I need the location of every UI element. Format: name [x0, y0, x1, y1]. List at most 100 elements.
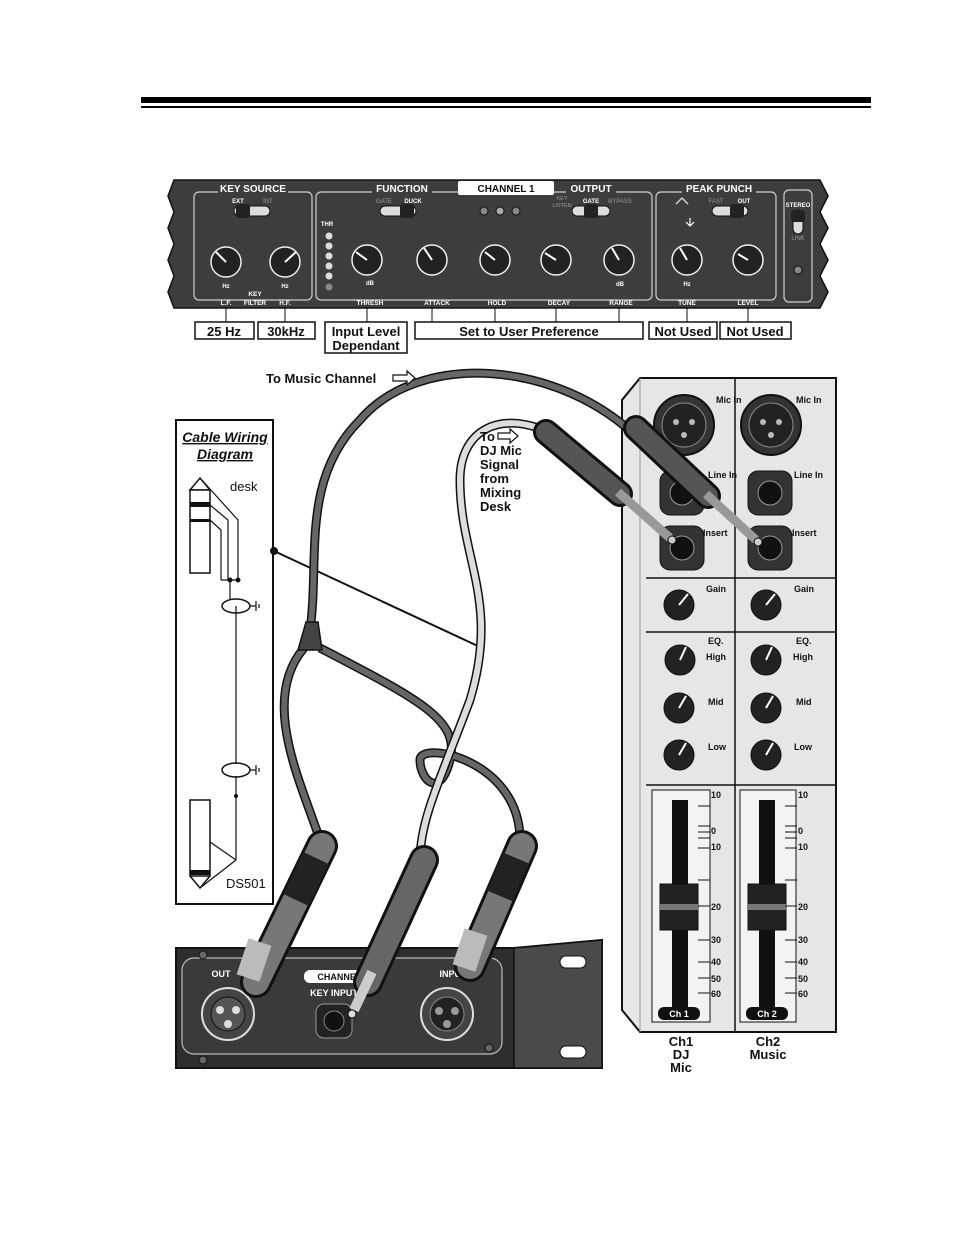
- channel-leds: [479, 206, 521, 216]
- ch1-low-knob[interactable]: [663, 739, 695, 771]
- ch1-scale-10: 10: [711, 790, 721, 800]
- arrow-right-icon-dj: [497, 427, 519, 445]
- thresh-label: THRESH: [357, 300, 384, 307]
- gate-label: GATE: [376, 199, 392, 205]
- ch1-gain-label: Gain: [706, 584, 726, 594]
- ch1-caption-line2: DJ: [673, 1047, 690, 1062]
- ch2-mid-knob[interactable]: [750, 692, 782, 724]
- ch2-gain-knob[interactable]: [750, 589, 782, 621]
- xlr-female-plug: [236, 830, 338, 998]
- ch1-fader[interactable]: [651, 789, 711, 1023]
- ch2-scale-60: 60: [798, 989, 808, 999]
- header-rule-thick: [141, 97, 871, 103]
- ch2-high-knob[interactable]: [750, 644, 782, 676]
- level-setting: Not Used: [726, 324, 783, 339]
- duck-label: DUCK: [404, 199, 422, 205]
- decay-knob[interactable]: [540, 244, 572, 276]
- threshold-meter: [325, 232, 333, 291]
- ch1-mid-knob[interactable]: [663, 692, 695, 724]
- rear-input-xlr[interactable]: [420, 987, 474, 1041]
- arrow-down-icon: [685, 218, 695, 227]
- thr-label: THR: [321, 222, 334, 228]
- xlr-male-plug: [452, 830, 538, 982]
- ch2-scale-10b: 10: [798, 842, 808, 852]
- key-filter-caption: KEY: [248, 291, 262, 298]
- mixing-desk: Mic In Line In Insert Gain EQ. High Mid …: [621, 377, 837, 1033]
- attack-label: ATTACK: [424, 300, 450, 307]
- ch2-mic-in-label: Mic In: [796, 395, 822, 405]
- attack-knob[interactable]: [416, 244, 448, 276]
- rear-out-label: OUT: [212, 969, 232, 979]
- cables: [279, 368, 644, 861]
- lf-filter-knob[interactable]: [210, 246, 242, 278]
- hf-hz-label: Hz: [281, 284, 288, 290]
- level-label: LEVEL: [738, 300, 759, 307]
- range-label: RANGE: [609, 300, 633, 307]
- ch1-high-label: High: [706, 652, 726, 662]
- rear-input-label: INPUT: [440, 969, 468, 979]
- range-knob[interactable]: [603, 244, 635, 276]
- cable-diagram-title-2: Diagram: [197, 446, 253, 462]
- ch1-badge: Ch 1: [669, 1009, 689, 1019]
- ch2-line-in-jack[interactable]: [747, 470, 793, 516]
- ch1-scale-40: 40: [711, 957, 721, 967]
- ch2-gain-label: Gain: [794, 584, 814, 594]
- threshold-knob[interactable]: [351, 244, 383, 276]
- lf-hz-label: Hz: [222, 284, 229, 290]
- ch2-insert-jack[interactable]: [747, 525, 793, 571]
- lf-setting: 25 Hz: [207, 324, 241, 339]
- ch1-mic-in-xlr[interactable]: [653, 394, 715, 456]
- output-switch[interactable]: [571, 204, 611, 218]
- cable-wiring-diagram: Cable Wiring Diagram desk DS501: [175, 419, 274, 905]
- ch1-scale-50: 50: [711, 974, 721, 984]
- ch1-low-label: Low: [708, 742, 727, 752]
- stereo-led: [793, 265, 803, 275]
- ch1-eq-label: EQ.: [708, 636, 724, 646]
- peak-punch-label: PEAK PUNCH: [686, 184, 752, 195]
- ch1-high-knob[interactable]: [664, 644, 696, 676]
- fast-label: FAST: [708, 199, 723, 205]
- ch2-high-label: High: [793, 652, 813, 662]
- hf-filter-knob[interactable]: [269, 246, 301, 278]
- output-label: OUTPUT: [570, 184, 611, 195]
- ch2-low-knob[interactable]: [750, 739, 782, 771]
- ch2-mic-in-xlr[interactable]: [740, 394, 802, 456]
- tune-knob[interactable]: [671, 244, 703, 276]
- user-preference-setting: Set to User Preference: [459, 324, 598, 339]
- ch1-scale-60: 60: [711, 989, 721, 999]
- stereo-link-switch[interactable]: [791, 209, 805, 235]
- decay-label: DECAY: [548, 300, 571, 307]
- lf-label: L.F.: [221, 300, 232, 307]
- hold-knob[interactable]: [479, 244, 511, 276]
- ch2-scale-0: 0: [798, 826, 803, 836]
- stereo-label: STEREO: [786, 203, 811, 209]
- dj-callout-line4: Mixing: [480, 485, 521, 500]
- key-source-switch[interactable]: [233, 204, 271, 218]
- tune-setting: Not Used: [654, 324, 711, 339]
- ch1-fader-scale: [698, 805, 710, 994]
- rear-key-input-label: KEY INPUT: [310, 988, 358, 998]
- range-db-label: dB: [616, 282, 625, 288]
- header-rule-thin: [141, 106, 871, 108]
- level-knob[interactable]: [732, 244, 764, 276]
- rear-output-xlr[interactable]: [201, 987, 255, 1041]
- listen-label: LISTEN: [552, 203, 571, 209]
- rear-key-input-jack[interactable]: [315, 1003, 353, 1039]
- ch2-scale-30: 30: [798, 935, 808, 945]
- insert-jack-plug-to-music: [623, 415, 763, 547]
- key-listen-label: KEY: [556, 196, 567, 202]
- function-switch[interactable]: [379, 204, 417, 218]
- ch1-gain-knob[interactable]: [663, 589, 695, 621]
- peak-punch-switch[interactable]: [711, 204, 749, 218]
- thresh-db-label: dB: [366, 281, 375, 287]
- gate-front-panel: KEY SOURCE FUNCTION CHANNEL 1 OUTPUT PEA…: [167, 179, 829, 309]
- ch2-scale-50: 50: [798, 974, 808, 984]
- tune-hz-label: Hz: [683, 282, 690, 288]
- output-gate-label: GATE: [583, 199, 599, 205]
- ch2-fader-scale: [785, 805, 797, 994]
- ch1-mic-in-label: Mic In: [716, 395, 742, 405]
- dj-callout-line3: from: [480, 471, 509, 486]
- rear-channel-label: CHANNEL 1: [317, 972, 368, 982]
- thresh-setting-line1: Input Level: [332, 324, 401, 339]
